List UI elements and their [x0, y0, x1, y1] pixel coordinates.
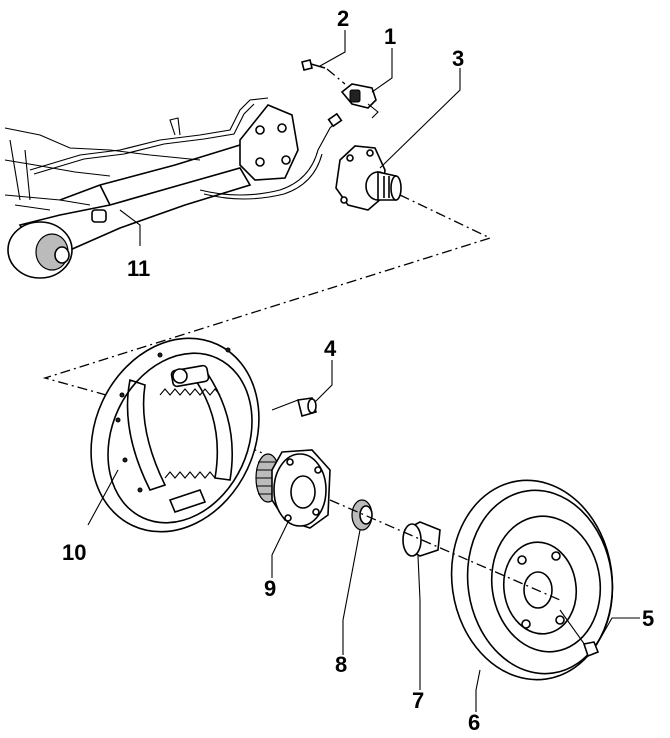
wheel-speed-sensor — [340, 83, 379, 119]
callout-9: 9 — [264, 576, 276, 601]
wheel-hub — [255, 449, 331, 529]
callout-3: 3 — [452, 46, 464, 71]
brake-drum — [450, 479, 614, 681]
callout-5: 5 — [642, 606, 654, 631]
sensor-bolt — [301, 59, 326, 71]
backing-plate-bolt — [271, 397, 317, 417]
callout-7: 7 — [412, 688, 424, 713]
hub-nut — [351, 499, 373, 531]
callout-8: 8 — [335, 652, 347, 677]
rear-axle-beam — [4, 97, 343, 279]
dust-cap — [402, 521, 441, 557]
callout-6: 6 — [468, 710, 480, 735]
brake-backing-plate — [90, 337, 260, 533]
drum-screw — [559, 609, 600, 658]
callout-4: 4 — [324, 336, 337, 361]
stub-axle — [335, 145, 402, 211]
callout-1: 1 — [384, 24, 396, 49]
leader-lines — [87, 30, 640, 712]
callout-10: 10 — [62, 540, 86, 565]
callout-2: 2 — [337, 6, 349, 31]
callout-11: 11 — [127, 256, 150, 281]
